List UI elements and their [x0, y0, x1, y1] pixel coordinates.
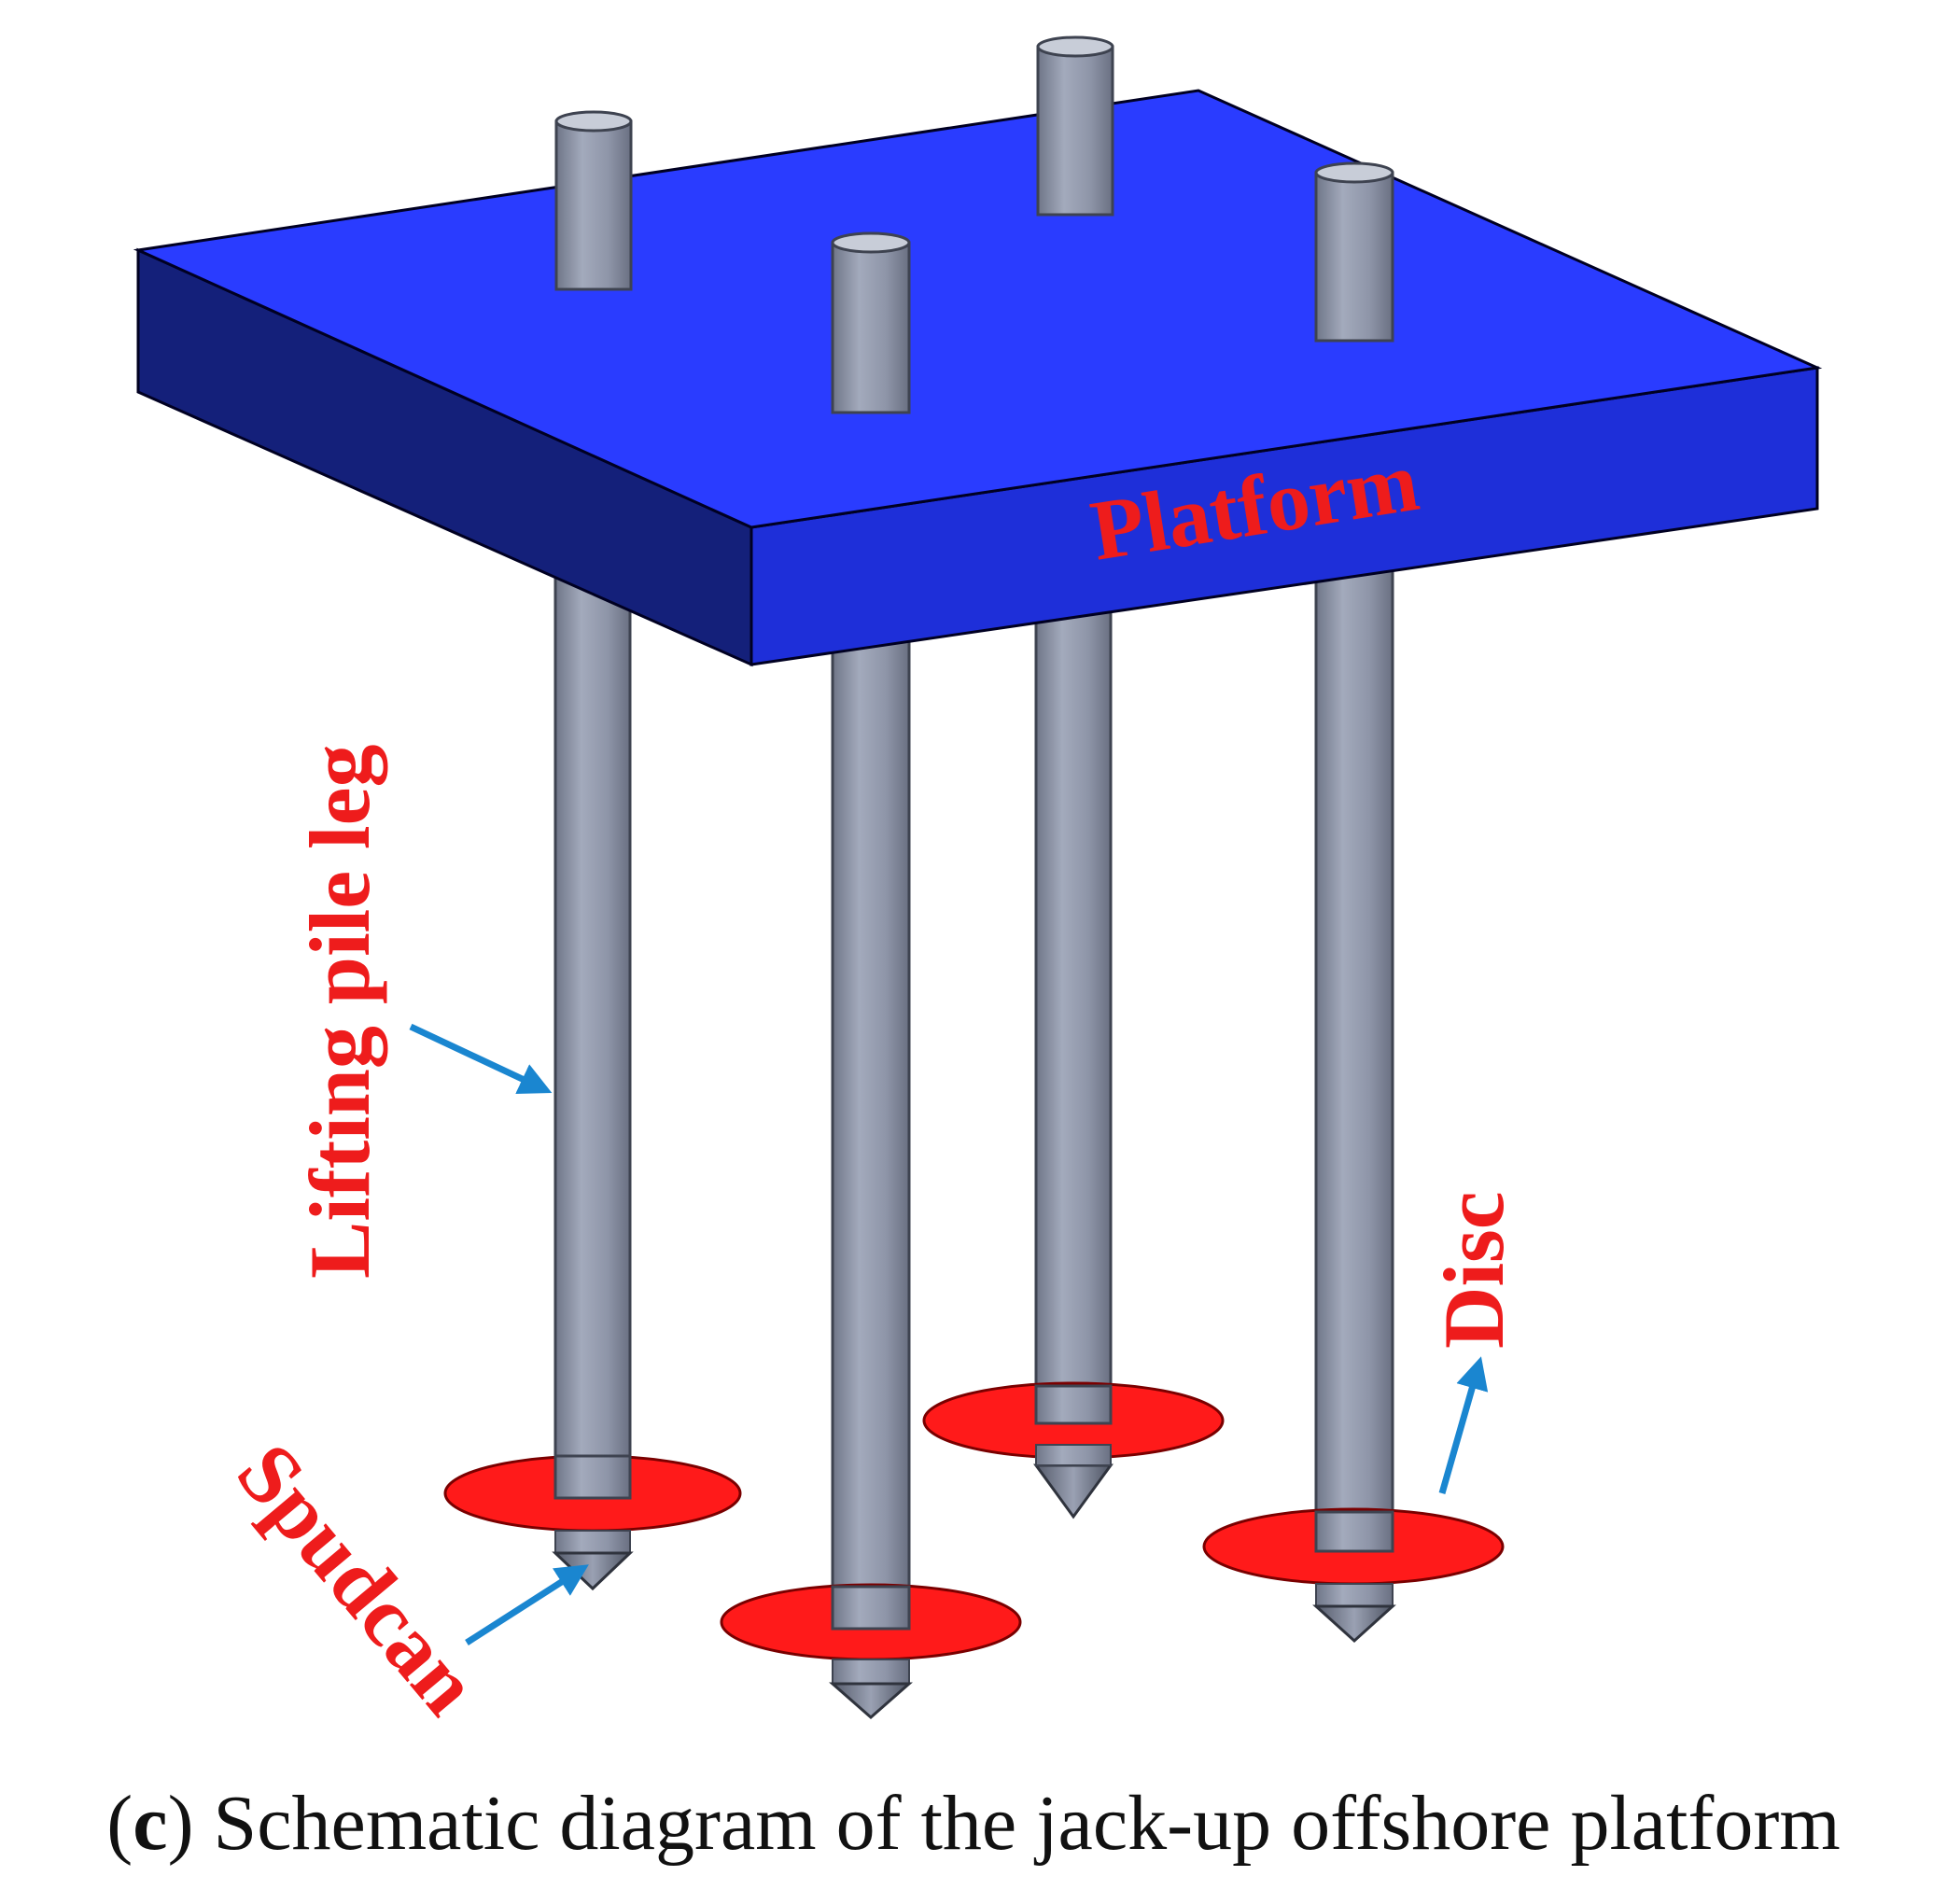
caption-open-paren: (: [106, 1780, 133, 1867]
leg-top-front-center: [831, 231, 911, 414]
figure-caption: (c) Schematic diagram of the jack-up off…: [0, 1778, 1947, 1869]
pile-leg-label: Lifting pile leg: [292, 745, 387, 1279]
caption-text: Schematic diagram of the jack-up offshor…: [193, 1780, 1841, 1867]
pile-leg-arrow: [409, 1023, 553, 1094]
caption-close-paren: ): [167, 1780, 194, 1867]
platform-slab: [133, 89, 1823, 667]
disc-front-center: [720, 1583, 1022, 1719]
disc-arrow: [1438, 1356, 1489, 1494]
pile-leg-left: [553, 572, 632, 1509]
pile-leg-back-center: [1034, 595, 1113, 1430]
spudcan-arrow: [465, 1564, 589, 1645]
caption-letter: c: [133, 1780, 168, 1867]
disc-label: Disc: [1426, 1191, 1521, 1349]
leg-top-right: [1314, 161, 1394, 343]
pile-leg-front-center: [831, 633, 911, 1631]
pile-leg-right: [1314, 558, 1394, 1565]
spudcan-label: Spudcan: [219, 1425, 497, 1731]
leg-top-back-center: [1036, 35, 1114, 217]
disc-left: [443, 1454, 742, 1591]
leg-top-back-left: [554, 110, 633, 291]
disc-right: [1202, 1507, 1505, 1644]
disc-back-center: [922, 1381, 1225, 1519]
